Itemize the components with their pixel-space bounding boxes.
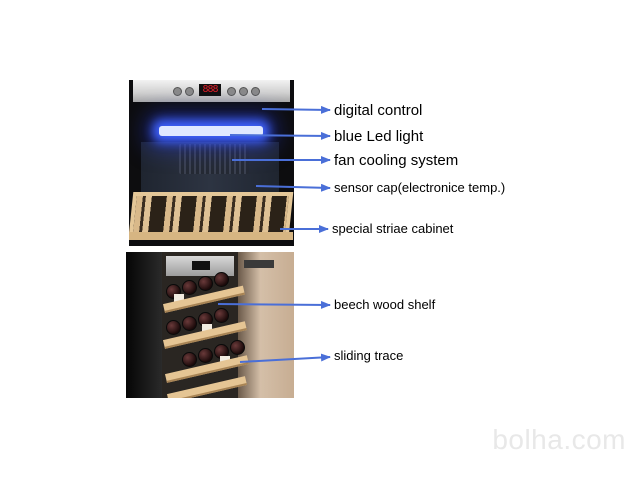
panel-display [192, 261, 210, 270]
label-fan-cooling-system: fan cooling system [334, 152, 459, 169]
control-button-icon [239, 87, 248, 96]
arrow-digital-control [261, 105, 331, 114]
control-button-icon [173, 87, 182, 96]
cabinet-top-photo: 888 [129, 80, 294, 246]
door-frame [126, 252, 162, 398]
label-digital-control: digital control [334, 102, 423, 119]
label-beech-wood-shelf: beech wood shelf [334, 297, 436, 312]
bottle-icon [198, 276, 213, 291]
bottle-icon [230, 340, 245, 355]
arrow-sliding-trace [239, 353, 331, 363]
cabinet-bottom-photo [126, 252, 294, 398]
bottle-icon [214, 272, 229, 287]
watermark: bolha.com [492, 424, 626, 455]
bottle-label [202, 324, 212, 333]
bottle-label [174, 294, 184, 303]
label-special-striae-cabinet: special striae cabinet [332, 221, 454, 236]
label-blue-led-light: blue Led light [334, 128, 424, 145]
bottle-icon [166, 320, 181, 335]
cabinet-side-panel [238, 252, 294, 398]
arrow-sensor-cap [255, 183, 331, 192]
temperature-display: 888 [199, 84, 221, 96]
brand-plate [244, 260, 274, 268]
label-sensor-cap: sensor cap(electronice temp.) [334, 180, 506, 195]
arrow-blue-led-light [229, 131, 331, 140]
arrow-beech-wood-shelf [217, 300, 331, 309]
bottle-icon [198, 348, 213, 363]
control-button-icon [185, 87, 194, 96]
label-sliding-trace: sliding trace [334, 348, 404, 363]
bottle-icon [214, 308, 229, 323]
control-button-icon [227, 87, 236, 96]
bottle-icon [182, 280, 197, 295]
top-shelf-front-rail [129, 232, 293, 240]
control-button-icon [251, 87, 260, 96]
bottle-icon [182, 352, 197, 367]
blue-led-light-bar [159, 126, 263, 136]
bottle-icon [182, 316, 197, 331]
